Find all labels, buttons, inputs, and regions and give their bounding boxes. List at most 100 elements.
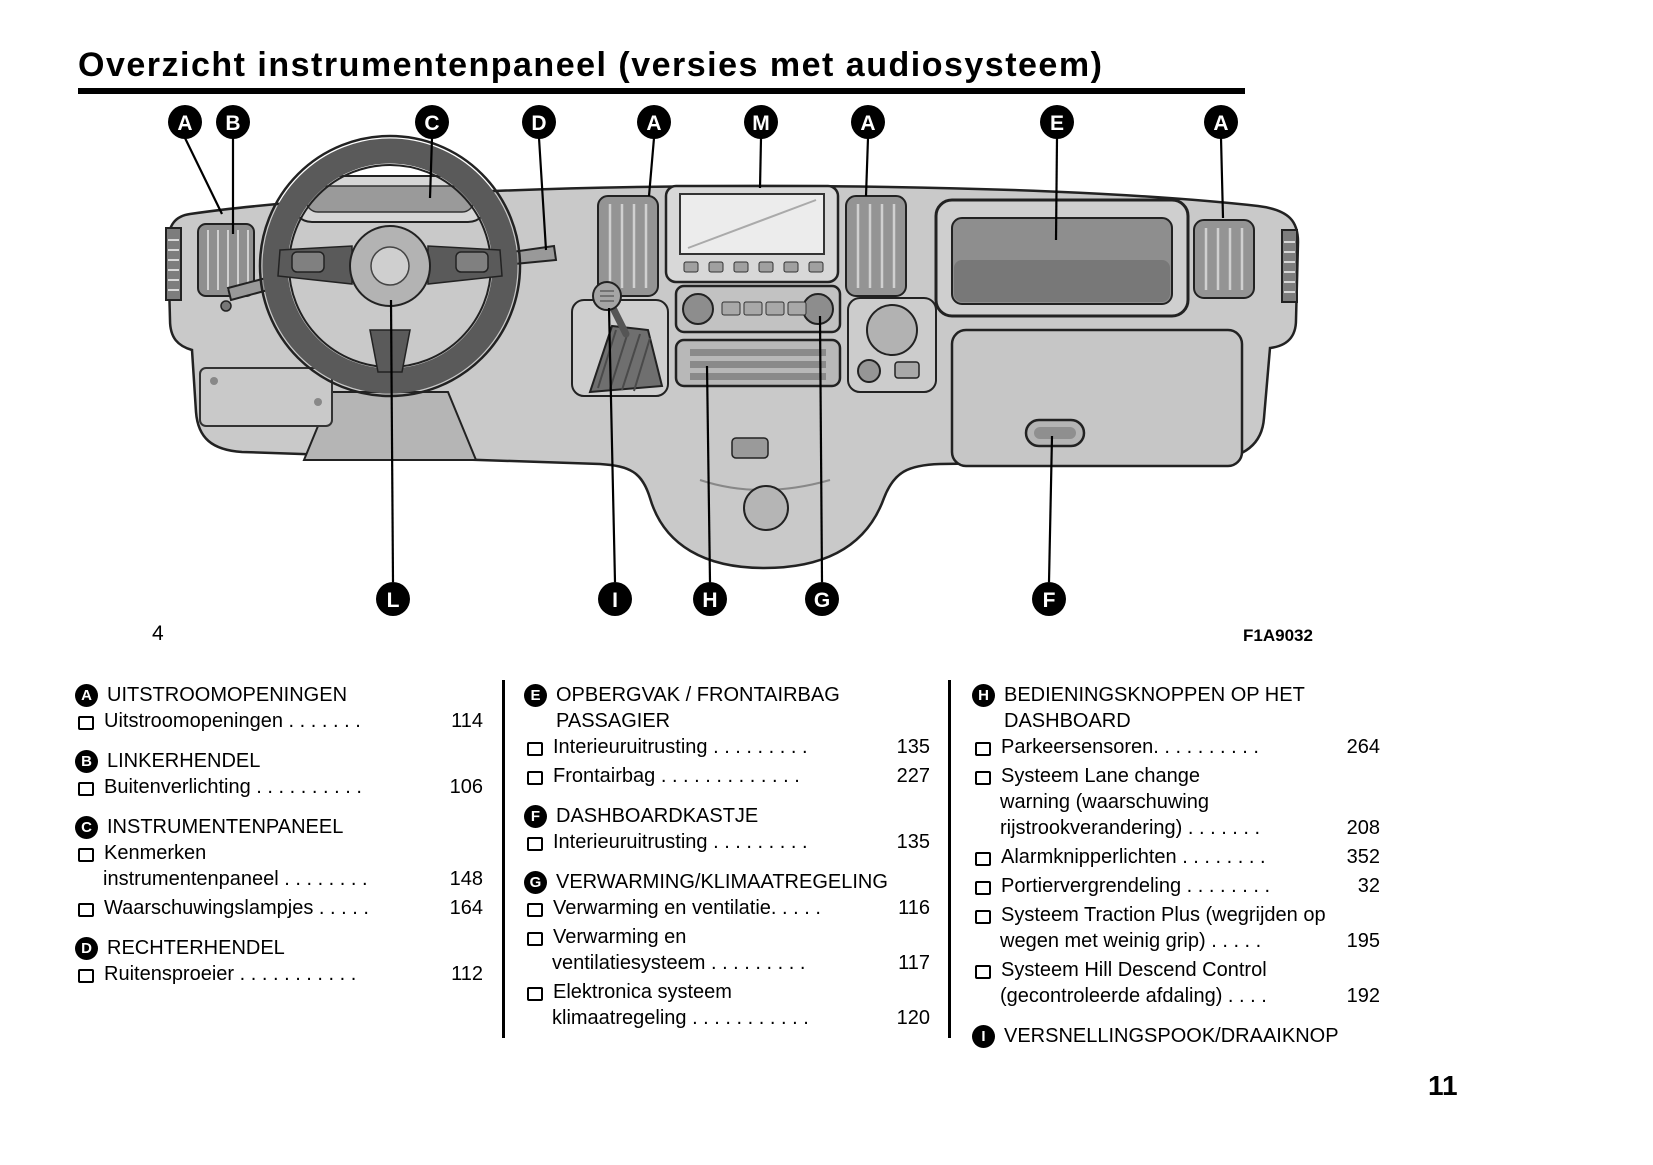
entry-text: Systeem Traction Plus (wegrijden op xyxy=(1001,904,1326,926)
callout-badge-E: E xyxy=(1040,105,1074,139)
entry-text: instrumentenpaneel . . . . . . . . xyxy=(103,868,368,890)
steering-wheel xyxy=(258,134,522,398)
entry-text: (gecontroleerde afdaling) . . . . xyxy=(1000,985,1267,1007)
section-title-text: VERSNELLINGSPOOK/DRAAIKNOP xyxy=(1004,1025,1339,1047)
entry-line: Parkeersensoren. . . . . . . . . . 264 xyxy=(972,734,1380,760)
index-entry: Buitenverlichting . . . . . . . . . . 106 xyxy=(75,774,483,800)
entry-line: Elektronica systeem xyxy=(524,979,930,1005)
right-end-vent xyxy=(1281,229,1298,303)
entry-line: wegen met weinig grip) . . . . .195 xyxy=(972,928,1380,954)
entry-text: ventilatiesysteem . . . . . . . . . xyxy=(552,952,806,974)
entry-text: Systeem Lane change xyxy=(1001,765,1201,787)
section-title-text: OPBERGVAK / FRONTAIRBAG xyxy=(556,684,840,706)
entry-line: Portiervergrendeling . . . . . . . . 32 xyxy=(972,873,1380,899)
entry-text: Buitenverlichting . . . . . . . . . . xyxy=(104,776,362,798)
left-lower-panel xyxy=(199,367,333,427)
callout-letter: A xyxy=(177,112,192,135)
figure-code: F1A9032 xyxy=(1243,626,1313,645)
callout-badge-A-4: A xyxy=(1204,105,1238,139)
index-section-title: PASSAGIER xyxy=(524,708,930,734)
callout-badge-A-2: A xyxy=(637,105,671,139)
square-bullet-icon xyxy=(527,932,543,946)
entry-line: Systeem Lane change xyxy=(972,763,1380,789)
entry-line: Buitenverlichting . . . . . . . . . . 106 xyxy=(75,774,483,800)
index-section-title: B LINKERHENDEL xyxy=(75,748,483,774)
index-entry: Verwarming en ventilatie. . . . .116 xyxy=(524,895,930,921)
right-air-vent xyxy=(1193,219,1255,299)
instrument-cluster xyxy=(291,175,489,223)
entry-page-number: 352 xyxy=(1346,846,1380,868)
entry-page-number: 148 xyxy=(449,868,483,890)
entry-text: Parkeersensoren. . . . . . . . . . xyxy=(1001,736,1259,758)
callout-letter: E xyxy=(1050,112,1064,135)
callout-leader-lines xyxy=(184,137,1225,583)
entry-text: Ruitensproeier . . . . . . . . . . . xyxy=(104,963,357,985)
entry-page-number: 135 xyxy=(896,831,930,853)
square-bullet-icon xyxy=(975,910,991,924)
climate-control-panel xyxy=(674,284,842,334)
square-bullet-icon xyxy=(78,903,94,917)
entry-page-number: 106 xyxy=(449,776,483,798)
section-title-text: RECHTERHENDEL xyxy=(107,937,285,959)
entry-page-number: 192 xyxy=(1346,985,1380,1007)
square-bullet-icon xyxy=(78,969,94,983)
callout-badge-F: F xyxy=(1032,582,1066,616)
center-left-vent xyxy=(597,195,659,297)
section-letter-badge: B xyxy=(75,750,98,773)
entry-text: rijstrookverandering) . . . . . . . xyxy=(1000,817,1261,839)
callout-letter: F xyxy=(1043,589,1056,612)
entry-line: Alarmknipperlichten . . . . . . . .352 xyxy=(972,844,1380,870)
square-bullet-icon xyxy=(527,837,543,851)
index-entry: Portiervergrendeling . . . . . . . . 32 xyxy=(972,873,1380,899)
callout-letter: C xyxy=(424,112,439,135)
dashboard-illustration: A B C D A M A E xyxy=(165,105,1300,616)
entry-line: Interieuruitrusting . . . . . . . . .135 xyxy=(524,829,930,855)
square-bullet-icon xyxy=(975,965,991,979)
callout-letter: H xyxy=(702,589,717,612)
callout-letter: M xyxy=(752,112,770,135)
section-letter-badge: C xyxy=(75,816,98,839)
index-entry: Interieuruitrusting . . . . . . . . .135 xyxy=(524,734,930,760)
entry-line: Systeem Hill Descend Control xyxy=(972,957,1380,983)
entry-page-number: 32 xyxy=(1357,875,1380,897)
square-bullet-icon xyxy=(527,742,543,756)
entry-text: klimaatregeling . . . . . . . . . . . xyxy=(552,1007,809,1029)
callout-letter: B xyxy=(225,112,240,135)
callout-badge-I: I xyxy=(598,582,632,616)
entry-page-number: 114 xyxy=(451,710,483,732)
square-bullet-icon xyxy=(527,771,543,785)
entry-page-number: 264 xyxy=(1346,736,1380,758)
entry-text: Interieuruitrusting . . . . . . . . . xyxy=(553,736,808,758)
entry-line: klimaatregeling . . . . . . . . . . .120 xyxy=(524,1005,930,1031)
callout-badge-D: D xyxy=(522,105,556,139)
section-letter-badge: G xyxy=(524,871,547,894)
entry-line: Verwarming en xyxy=(524,924,930,950)
section-title-text: BEDIENINGSKNOPPEN OP HET xyxy=(1004,684,1305,706)
entry-page-number: 164 xyxy=(449,897,483,919)
square-bullet-icon xyxy=(78,782,94,796)
entry-text: warning (waarschuwing xyxy=(1000,791,1209,813)
square-bullet-icon xyxy=(975,881,991,895)
entry-text: wegen met weinig grip) . . . . . xyxy=(1000,930,1262,952)
callout-badge-G: G xyxy=(805,582,839,616)
section-title-text: LINKERHENDEL xyxy=(107,750,261,772)
title-underline xyxy=(78,88,1245,94)
entry-page-number: 116 xyxy=(898,897,930,919)
left-end-vent xyxy=(165,227,182,301)
entry-line: Waarschuwingslampjes . . . . .164 xyxy=(75,895,483,921)
entry-text: Portiervergrendeling . . . . . . . . xyxy=(1001,875,1271,897)
index-entry: Ruitensproeier . . . . . . . . . . .112 xyxy=(75,961,483,987)
